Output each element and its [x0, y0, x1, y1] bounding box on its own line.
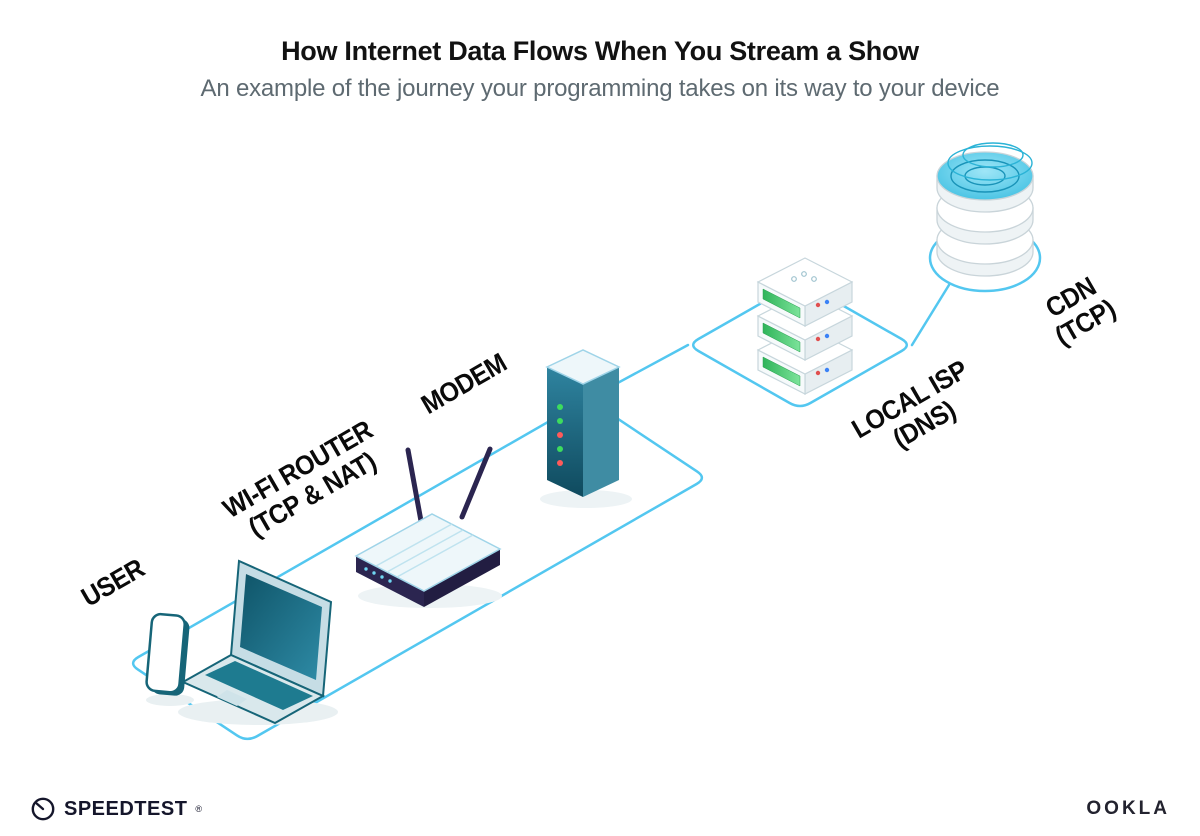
router-top-face: [354, 513, 502, 592]
speedtest-logo: SPEEDTEST ®: [30, 796, 203, 822]
router-side-face: [424, 549, 500, 607]
laptop-keyboard: [205, 661, 313, 710]
speedtest-trademark: ®: [195, 804, 203, 814]
speedtest-gauge-icon: [31, 797, 55, 821]
laptop-illustration: [180, 559, 333, 725]
connector-isp-to-cdn: [910, 283, 951, 347]
laptop-screen: [240, 574, 322, 680]
connector-user-loop: [131, 400, 704, 741]
modem-shadow: [540, 490, 632, 508]
cdn-signal-rings: [947, 142, 1033, 181]
phone-body: [145, 612, 186, 694]
server-green-panel: [762, 288, 801, 319]
page-subtitle: An example of the journey your programmi…: [200, 75, 1000, 102]
user-device-illustration: [145, 559, 338, 725]
modem-illustration: [540, 349, 632, 508]
server-green-panel: [762, 356, 801, 387]
cdn-database-illustration: [936, 142, 1034, 277]
cdn-disc-top: [936, 142, 1034, 213]
router-top-vents: [375, 523, 474, 578]
phone-illustration: [145, 612, 190, 696]
isp-server-illustration: [756, 257, 854, 395]
ookla-wordmark: OOKLA: [1086, 798, 1170, 819]
router-antenna-right: [459, 446, 493, 520]
router-status-lights: [364, 567, 392, 583]
ookla-logo: OOKLA: [1086, 798, 1170, 820]
server-unit-top: [756, 257, 854, 327]
page-title: How Internet Data Flows When You Stream …: [281, 36, 919, 66]
phone-shadow: [146, 694, 194, 706]
server-green-panel: [762, 322, 801, 353]
modem-side-face: [583, 367, 619, 497]
footer: SPEEDTEST ® OOKLA: [0, 796, 1200, 822]
modem-front-face: [547, 367, 583, 497]
wifi-router-illustration: [354, 446, 502, 608]
speedtest-wordmark: SPEEDTEST: [64, 797, 188, 820]
modem-top-face: [545, 349, 621, 385]
server-top-buttons: [791, 271, 817, 282]
modem-led-lights: [557, 404, 563, 466]
laptop-touchpad: [217, 690, 247, 706]
router-antenna-left: [405, 447, 424, 524]
header: How Internet Data Flows When You Stream …: [0, 36, 1200, 103]
